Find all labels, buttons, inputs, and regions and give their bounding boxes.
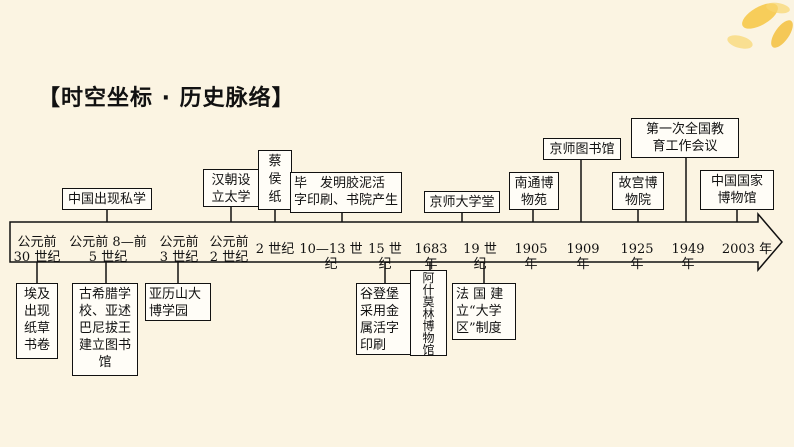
event-box-below: 古希腊学 校、亚述 巴尼拔王 建立图书 馆 xyxy=(72,283,138,376)
event-box-above: 故宫博 物院 xyxy=(612,172,664,210)
timeline-label: 10—13 世纪 xyxy=(299,242,363,272)
event-box-below: 阿 什 莫 林 博 物 馆 xyxy=(410,270,447,356)
event-box-above: 蔡 侯 纸 xyxy=(258,150,292,210)
timeline-label: 2003 年 xyxy=(721,242,773,257)
leaf-decoration xyxy=(727,2,793,49)
timeline-label: 公元前 30 世纪 xyxy=(13,235,61,265)
timeline-label: 2 世纪 xyxy=(255,242,295,257)
event-box-above: 京师图书馆 xyxy=(543,138,621,160)
event-box-above: 中国国家 博物馆 xyxy=(700,170,774,210)
event-box-above: 第一次全国教 育工作会议 xyxy=(631,118,739,158)
timeline-label: 1909 年 xyxy=(566,242,600,272)
event-box-below: 埃及 出现 纸草 书卷 xyxy=(16,283,58,359)
event-box-below: 亚历山大 博学园 xyxy=(145,283,211,321)
event-box-above: 中国出现私学 xyxy=(62,188,152,210)
timeline-label: 1949 年 xyxy=(671,242,705,272)
timeline-label: 1925 年 xyxy=(620,242,654,272)
event-box-above: 汉朝设 立太学 xyxy=(203,169,259,207)
timeline-label: 15 世纪 xyxy=(368,242,402,272)
timeline-arrow xyxy=(9,211,783,273)
event-box-below: 谷登堡 采用金 属活字 印刷 xyxy=(356,283,412,355)
event-box-above: 京师大学堂 xyxy=(424,191,500,213)
timeline-label: 公元前 8—前 5 世纪 xyxy=(69,235,147,265)
timeline-label: 1683 年 xyxy=(414,242,448,272)
timeline-label: 公元前 2 世纪 xyxy=(209,235,249,265)
page-title: 【时空坐标 · 历史脉络】 xyxy=(38,86,295,111)
event-box-above: 毕 发明胶泥活 字印刷、书院产生 xyxy=(290,172,402,213)
event-box-below: 法 国 建 立“大学 区”制度 xyxy=(452,283,516,340)
event-box-above: 南通博 物苑 xyxy=(509,172,559,210)
timeline-label: 公元前 3 世纪 xyxy=(159,235,199,265)
timeline-label: 19 世纪 xyxy=(463,242,497,272)
timeline-label: 1905 年 xyxy=(514,242,548,272)
